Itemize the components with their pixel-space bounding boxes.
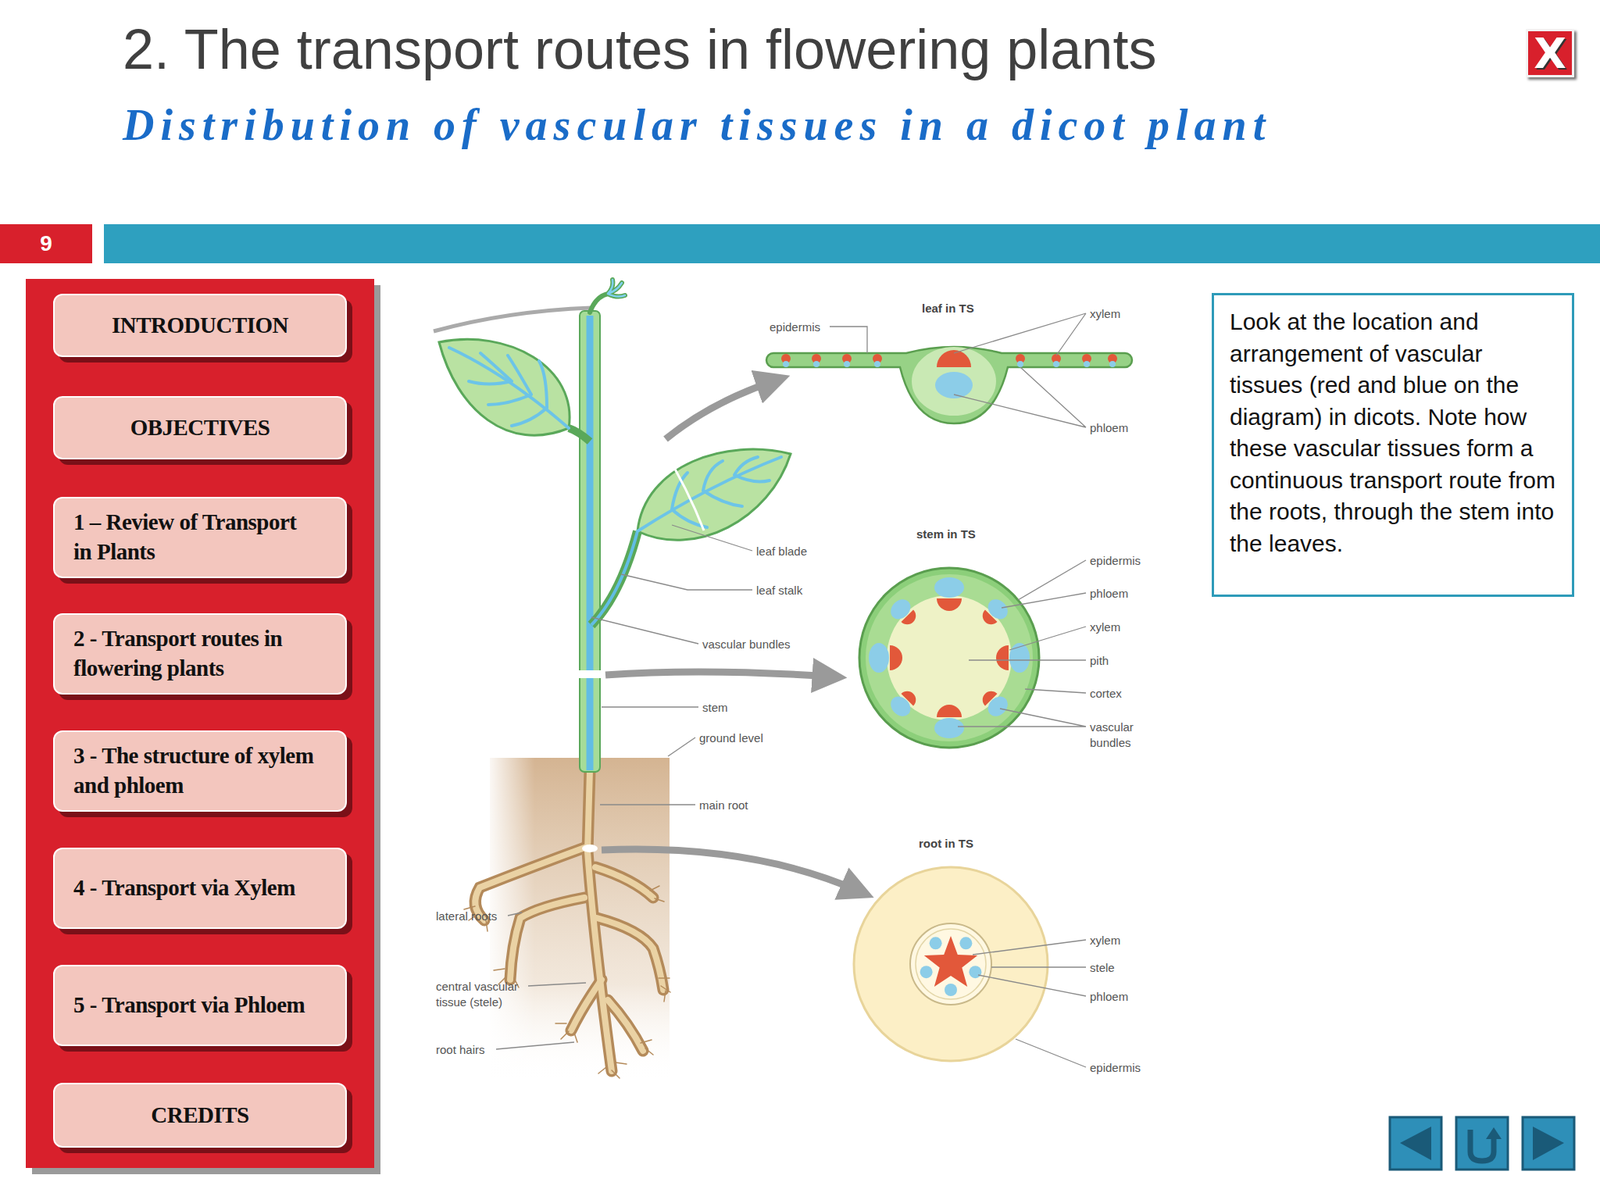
- part-label: phloem: [1089, 989, 1129, 1005]
- node-text: 9: [39, 231, 53, 257]
- leaf-cross-section: [766, 346, 1133, 424]
- leader-lines: [496, 313, 1086, 1068]
- node-text: 3 - The structure of xylem and phloem: [73, 741, 315, 800]
- part-label: central vascular tissue (stele): [435, 978, 534, 1010]
- menu-button: CREDITS: [53, 1082, 347, 1148]
- root-system: [464, 770, 671, 1079]
- root-cross-section: [853, 867, 1048, 1061]
- node-text: 4 - Transport via Xylem: [73, 873, 296, 904]
- stem: [575, 279, 625, 772]
- section-heading: stem in TS: [916, 526, 976, 543]
- part-label: phloem: [1089, 420, 1129, 436]
- close-button: X: [1525, 28, 1575, 78]
- menu-button: 5 - Transport via Phloem: [53, 964, 347, 1047]
- stem-cross-section: [859, 567, 1040, 748]
- part-label: lateral roots: [435, 908, 497, 925]
- slide-title: 2. The transport routes in flowering pla…: [122, 17, 1157, 82]
- menu-button: 4 - Transport via Xylem: [53, 847, 347, 929]
- menu-button: OBJECTIVES: [53, 396, 347, 460]
- node-text: 1 – Review of Transport in Plants: [73, 507, 315, 567]
- menu-button: 3 - The structure of xylem and phloem: [53, 730, 347, 812]
- note-box: Look at the location and arrangement of …: [1211, 292, 1575, 597]
- node-text: X: [1533, 28, 1567, 79]
- part-label: stem: [702, 700, 729, 716]
- part-label: epidermis: [1089, 1060, 1141, 1076]
- nav-buttons: [1389, 1117, 1575, 1170]
- part-label: leaf stalk: [756, 582, 803, 599]
- node-text: 2 - Transport routes in flowering plants: [73, 624, 315, 683]
- slide-number: 9: [0, 224, 93, 264]
- menu-button: 2 - Transport routes in flowering plants: [53, 613, 347, 695]
- section-heading: root in TS: [918, 835, 974, 852]
- part-label: cortex: [1089, 685, 1122, 702]
- header-bar: [103, 224, 1600, 264]
- part-label: root hairs: [435, 1042, 486, 1058]
- part-label: pith: [1089, 653, 1109, 669]
- part-label: epidermis: [1089, 553, 1141, 569]
- number-bar: [0, 224, 93, 264]
- part-label: leaf blade: [756, 543, 808, 560]
- section-heading: leaf in TS: [921, 300, 975, 317]
- menu-panel: [25, 278, 375, 1168]
- menu-button: INTRODUCTION: [53, 293, 347, 358]
- leader-line: [433, 307, 592, 332]
- soil: [489, 757, 670, 1082]
- subtitle: Distribution of vascular tissues in a di…: [122, 100, 1272, 150]
- part-label: xylem: [1089, 932, 1121, 949]
- part-label: vascular bundles: [1089, 719, 1145, 750]
- view-arrows: [601, 381, 858, 891]
- node-text: Look at the location and arrangement of …: [1229, 306, 1557, 560]
- right-leaf: [591, 449, 791, 625]
- node-text: 5 - Transport via Phloem: [73, 990, 305, 1021]
- menu-button: 1 – Review of Transport in Plants: [53, 496, 347, 579]
- part-label: vascular bundles: [702, 636, 791, 653]
- node-text: CREDITS: [150, 1100, 249, 1131]
- part-label: stele: [1089, 960, 1115, 976]
- part-label: xylem: [1089, 306, 1121, 322]
- node-text: OBJECTIVES: [130, 413, 271, 443]
- part-label: main root: [699, 797, 749, 814]
- part-label: ground level: [699, 730, 764, 747]
- left-leaf: [439, 339, 590, 442]
- part-label: xylem: [1089, 619, 1121, 636]
- node-text: INTRODUCTION: [111, 310, 289, 341]
- part-label: epidermis: [769, 319, 821, 336]
- part-label: phloem: [1089, 585, 1129, 602]
